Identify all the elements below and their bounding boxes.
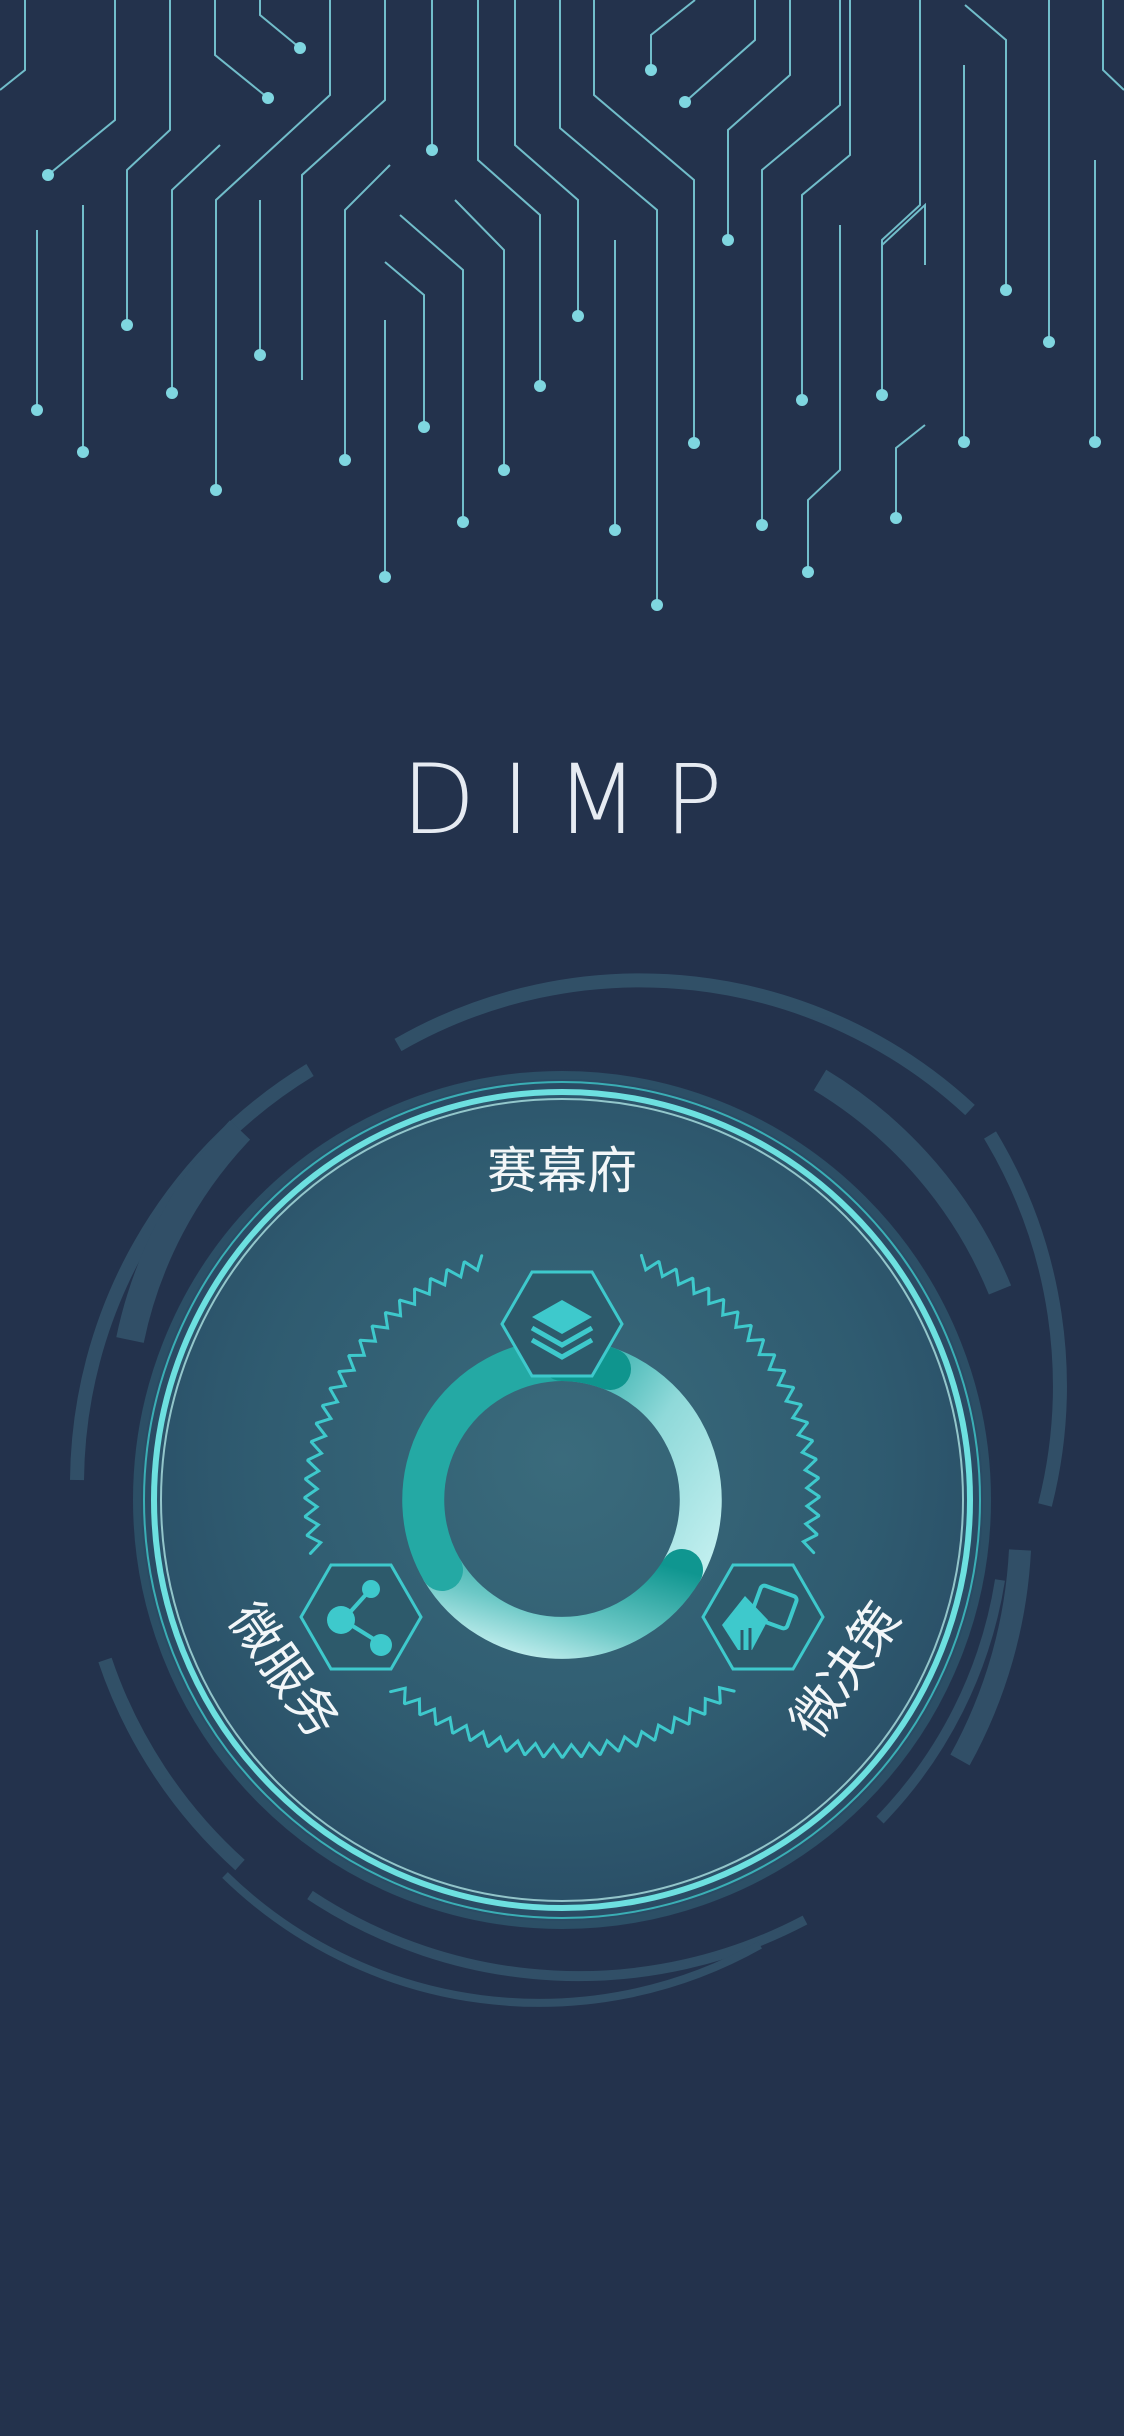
chevron-mark (446, 1260, 466, 1280)
chevron-mark (617, 1734, 638, 1753)
hand-card-icon (722, 1583, 799, 1650)
chevron-mark (580, 1741, 602, 1758)
chevron-mark (703, 1696, 722, 1716)
chevron-mark (315, 1404, 334, 1425)
chevron-mark (429, 1268, 449, 1288)
chevron-mark (505, 1738, 526, 1756)
chevron-mark (305, 1534, 324, 1555)
chevron-mark (542, 1742, 564, 1759)
chevron-mark (561, 1742, 583, 1759)
chevron-mark (803, 1514, 821, 1536)
chevron-mark (657, 1260, 678, 1279)
chevron-mark (463, 1254, 484, 1273)
chevron-mark (734, 1311, 753, 1330)
chevron-mark (717, 1685, 736, 1705)
module-dial: 赛幕府 微服务 微决策 (42, 973, 1082, 2020)
chevron-mark (635, 1729, 656, 1748)
chevron-mark (418, 1706, 438, 1726)
chevron-mark (310, 1422, 329, 1443)
chevron-mark (321, 1387, 340, 1407)
chevron-mark (804, 1495, 821, 1517)
chevron-mark (674, 1268, 694, 1287)
chevron-mark (306, 1440, 324, 1462)
chevron-mark (304, 1459, 322, 1481)
chevron-mark (435, 1715, 455, 1735)
chevron-mark (799, 1439, 818, 1461)
chevron-mark (469, 1729, 490, 1748)
chevron-mark (347, 1339, 367, 1357)
chevron-mark (687, 1706, 706, 1726)
chevron-mark (598, 1738, 620, 1756)
chevron-mark (790, 1403, 809, 1424)
chevron-mark (670, 1715, 690, 1734)
module-saimufu[interactable]: 赛幕府 (487, 1142, 637, 1378)
chevron-mark (389, 1686, 407, 1705)
chevron-mark (783, 1386, 803, 1406)
chevron-mark (721, 1298, 739, 1317)
share-nodes-icon (327, 1580, 392, 1656)
chevron-mark (403, 1697, 422, 1716)
chevron-mark (413, 1277, 432, 1297)
app-title: DIMP (401, 744, 749, 856)
chevron-mark (800, 1533, 819, 1555)
module-label-saimufu: 赛幕府 (487, 1142, 637, 1200)
chevron-mark (691, 1277, 710, 1296)
chevron-mark (767, 1353, 786, 1373)
chevron-mark (398, 1287, 417, 1307)
chevron-mark (328, 1370, 348, 1390)
circuit-decoration (0, 0, 1124, 611)
chevron-mark (303, 1496, 320, 1518)
chevron-mark (358, 1325, 378, 1343)
chevron-mark (707, 1287, 725, 1306)
chevron-mark (776, 1369, 795, 1389)
chevron-mark (303, 1477, 320, 1499)
chevron-mark (757, 1338, 776, 1357)
chevron-mark (303, 1515, 321, 1537)
chevron-mark (523, 1741, 545, 1759)
chevron-mark (451, 1723, 472, 1742)
chevron-mark (795, 1421, 814, 1442)
chevron-mark (384, 1299, 403, 1318)
chevron-mark (371, 1311, 390, 1330)
chevron-mark (653, 1722, 673, 1742)
chevron-mark (804, 1476, 821, 1498)
chevron-mark (639, 1253, 660, 1273)
chevron-mark (337, 1354, 357, 1373)
chevron-mark (486, 1734, 508, 1753)
chevron-mark (802, 1458, 820, 1480)
chevron-mark (746, 1324, 765, 1343)
layers-stack-icon (530, 1300, 594, 1360)
